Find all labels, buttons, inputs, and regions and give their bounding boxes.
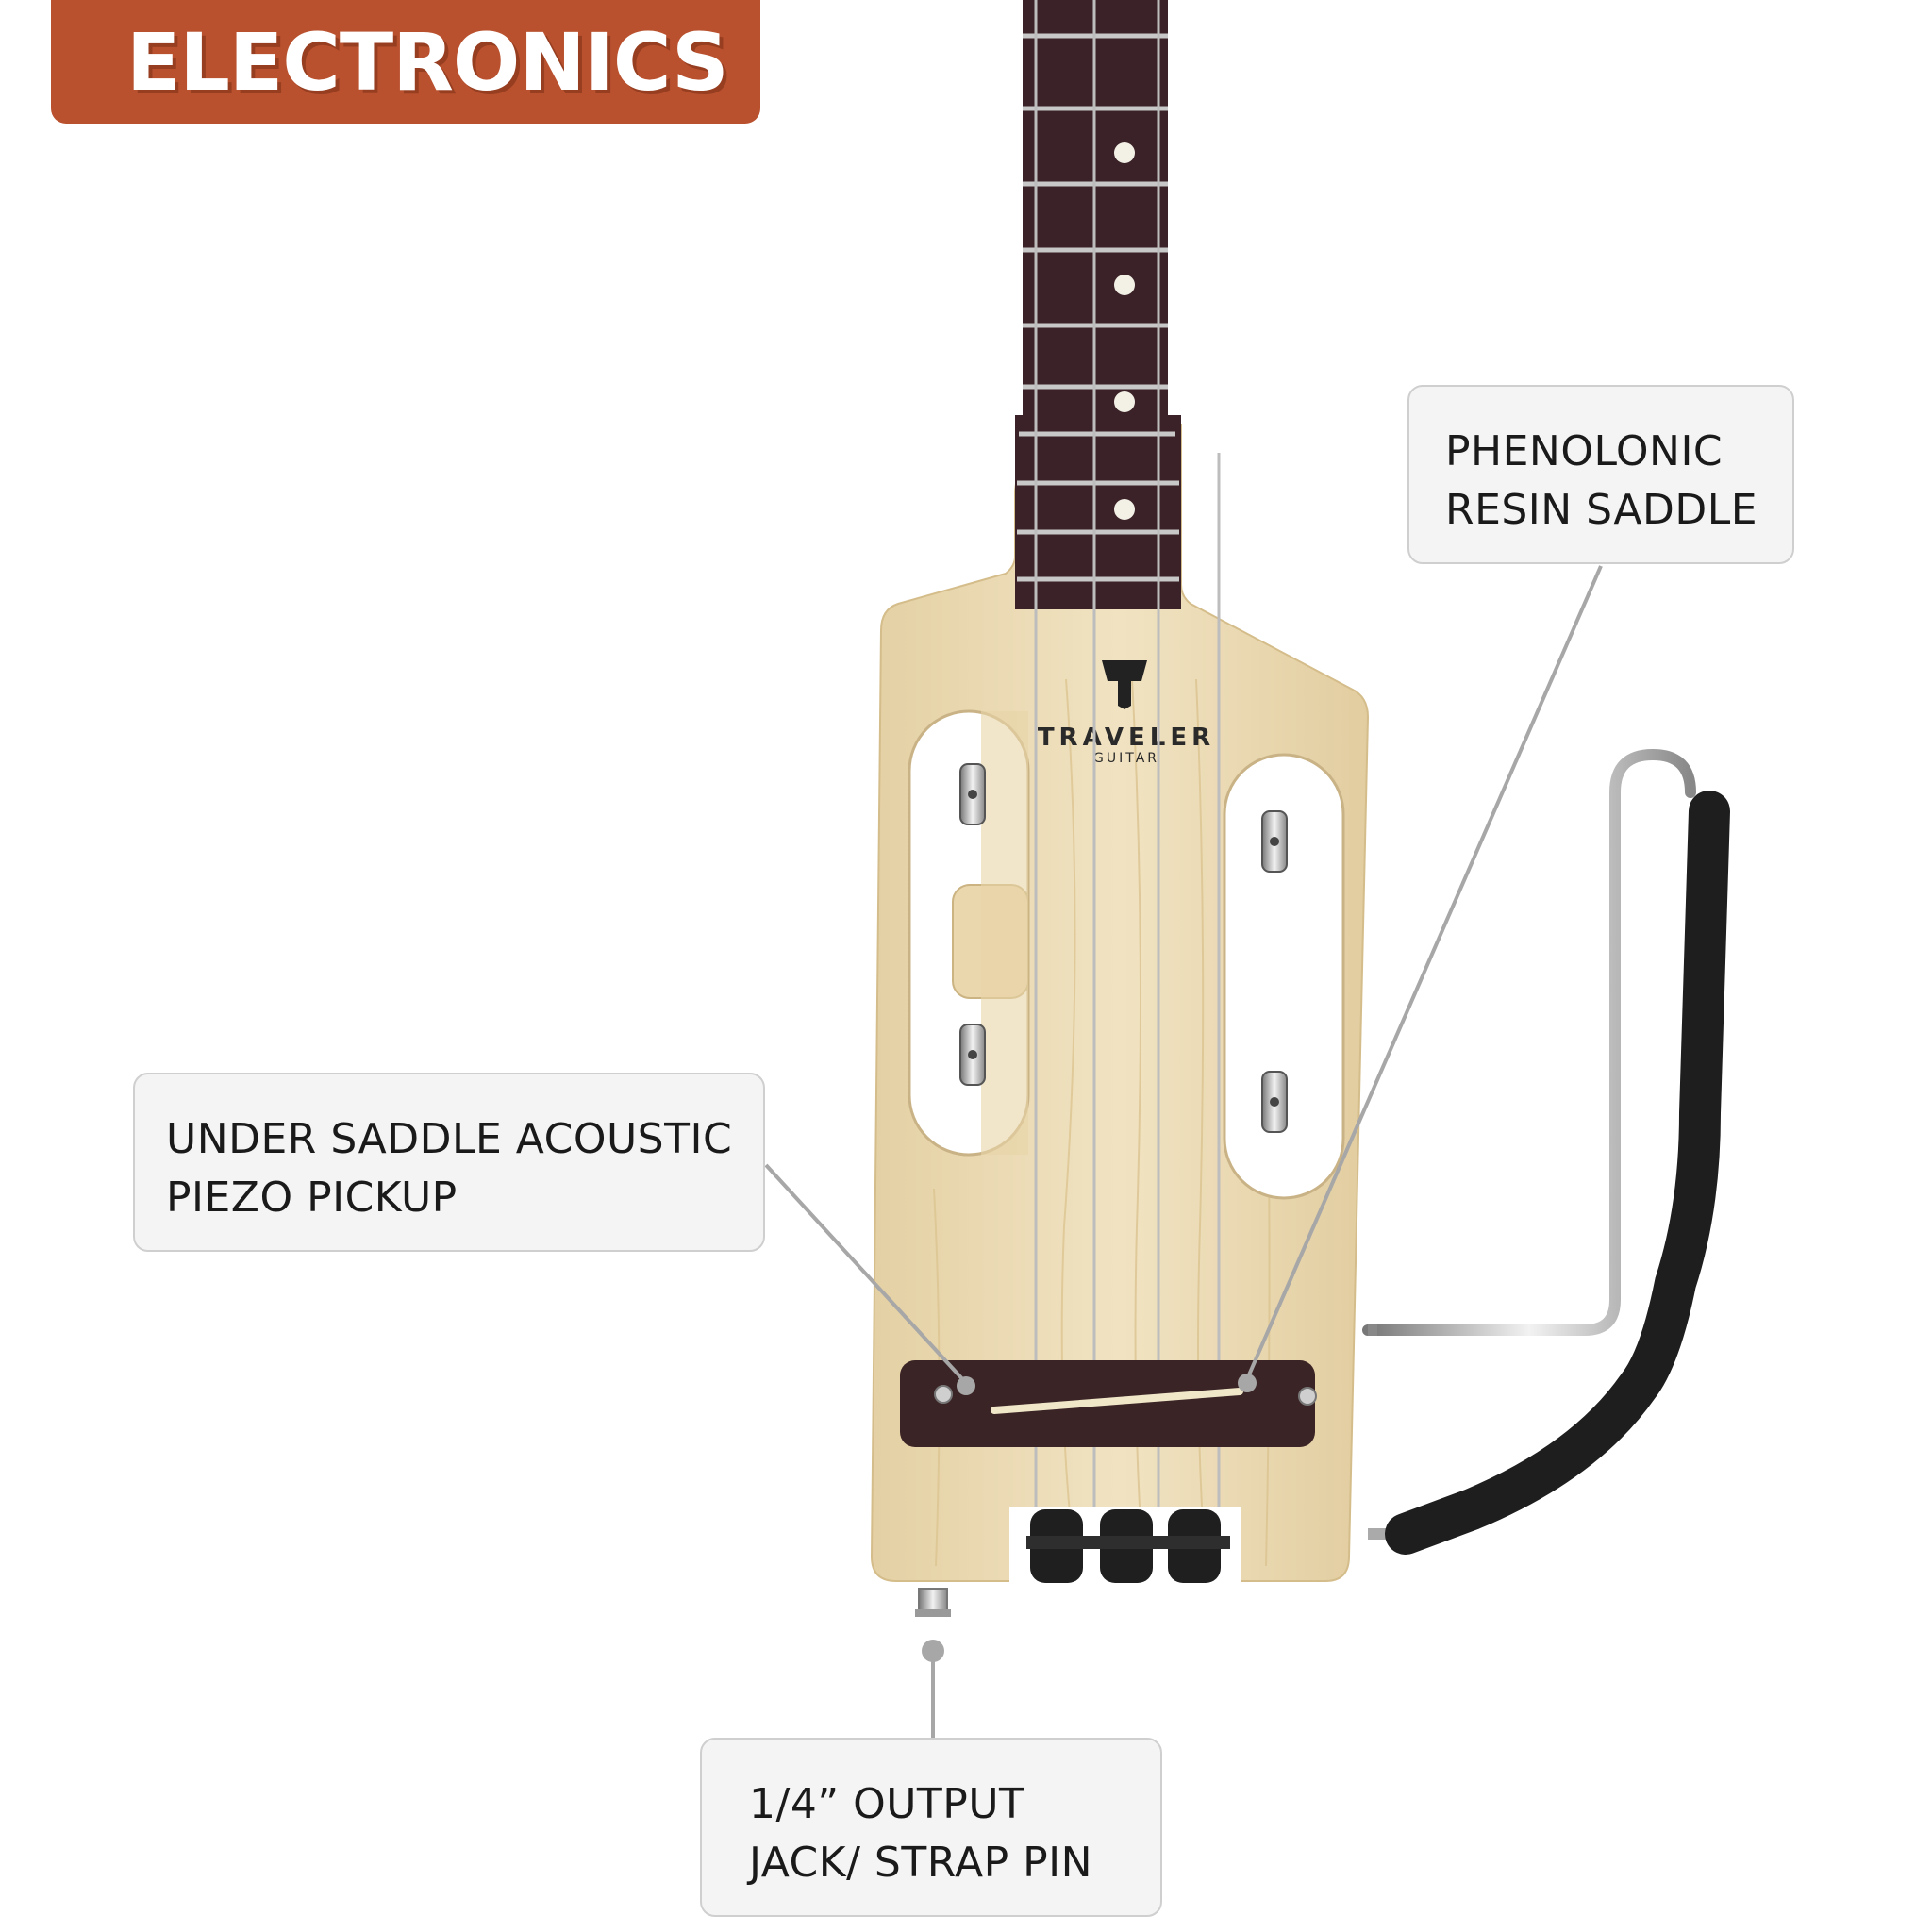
- callout-resin-saddle-line1: PHENOLONIC: [1445, 427, 1724, 475]
- callout-output-jack-line1: 1/4” OUTPUT: [749, 1780, 1025, 1828]
- callout-output-jack-line2: JACK/ STRAP PIN: [749, 1839, 1093, 1887]
- callout-piezo-pickup-line2: PIEZO PICKUP: [166, 1174, 458, 1222]
- bridge-screw-right: [1298, 1387, 1317, 1406]
- fret-markers: [1114, 142, 1135, 520]
- callout-piezo-pickup: UNDER SADDLE ACOUSTIC PIEZO PICKUP: [133, 1073, 765, 1252]
- title-banner: ELECTRONICS: [51, 0, 760, 124]
- string-rollers: [1026, 1509, 1230, 1583]
- callout-piezo-pickup-line1: UNDER SADDLE ACOUSTIC: [166, 1115, 733, 1163]
- leg-rest-foam: [1385, 791, 1730, 1555]
- callout-output-jack: 1/4” OUTPUT JACK/ STRAP PIN: [700, 1738, 1162, 1917]
- traveler-logo-icon: [1102, 660, 1147, 709]
- page-title: ELECTRONICS: [126, 15, 729, 108]
- bridge-screw-left: [934, 1385, 953, 1404]
- leg-rest-wire: [1362, 748, 1696, 1336]
- leader-dots: [922, 1374, 1257, 1662]
- output-jack-icon: [915, 1588, 951, 1617]
- leader-lines: [764, 565, 1603, 1738]
- tuner-pegs: [959, 763, 1288, 1133]
- saddle: [991, 1388, 1243, 1414]
- strings: [1034, 0, 1221, 1585]
- right-tuner-slot: [1223, 753, 1345, 1200]
- logo-subtext: GUITAR: [1093, 751, 1159, 766]
- callout-resin-saddle-line2: RESIN SADDLE: [1445, 486, 1758, 534]
- logo-text: TRAVELER: [1038, 724, 1215, 752]
- callout-resin-saddle: PHENOLONIC RESIN SADDLE: [1407, 385, 1794, 564]
